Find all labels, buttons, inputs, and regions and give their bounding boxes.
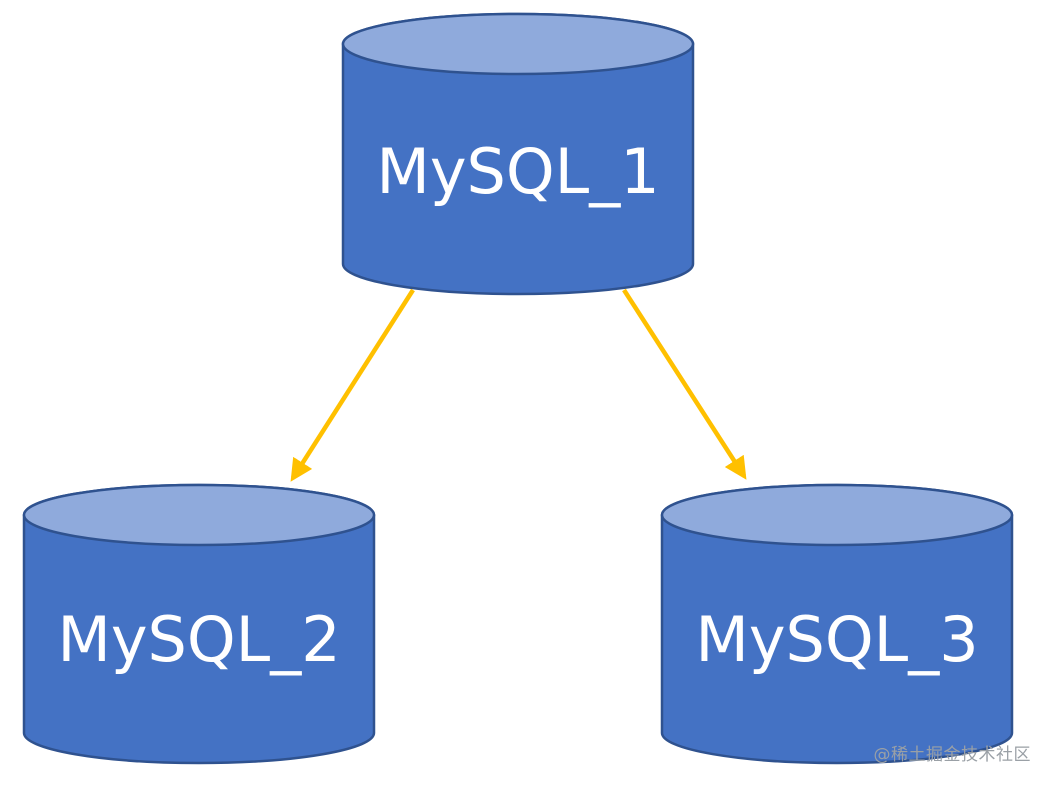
database-node-mysql-2: MySQL_2 <box>22 483 376 765</box>
database-node-mysql-1: MySQL_1 <box>341 12 695 296</box>
node-label-mysql-3: MySQL_3 <box>695 603 978 676</box>
watermark: @稀土掘金技术社区 <box>873 745 1031 765</box>
edge-mysql1-to-mysql3 <box>622 288 747 480</box>
cylinder-top <box>22 483 376 547</box>
edge-mysql1-to-mysql2 <box>290 288 415 482</box>
node-label-mysql-1: MySQL_1 <box>376 135 659 208</box>
cylinder-top <box>660 483 1014 547</box>
database-node-mysql-3: MySQL_3 <box>660 483 1014 765</box>
node-label-mysql-2: MySQL_2 <box>57 603 340 676</box>
cylinder-top <box>341 12 695 76</box>
